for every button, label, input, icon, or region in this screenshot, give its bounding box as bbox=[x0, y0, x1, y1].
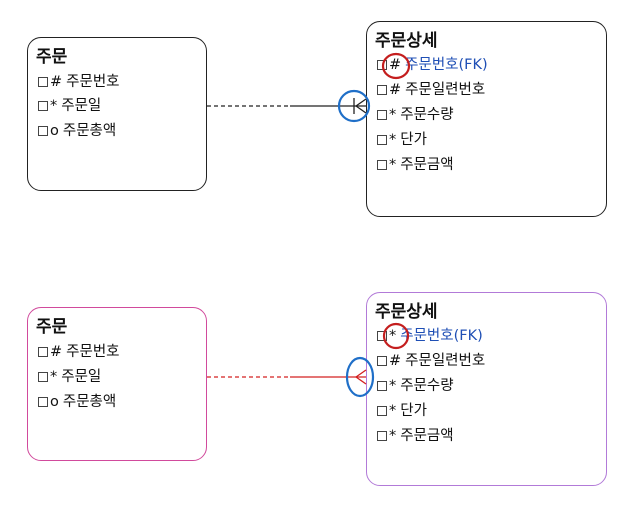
checkbox-icon bbox=[38, 397, 48, 407]
attr-name: 주문일 bbox=[61, 98, 102, 114]
attr-name: 주문번호(FK) bbox=[400, 328, 483, 344]
attr-symbol: * bbox=[50, 369, 58, 385]
attr-symbol: o bbox=[50, 123, 59, 139]
top-fk-symbol-highlight-circle bbox=[381, 52, 411, 80]
attr-symbol: # bbox=[389, 353, 402, 369]
attr-symbol: * bbox=[389, 428, 397, 444]
top-relationship-line bbox=[207, 98, 367, 114]
top-relationship-highlight-circle bbox=[337, 89, 371, 123]
attr-symbol: o bbox=[50, 394, 59, 410]
attr-name: 주문번호 bbox=[66, 344, 120, 360]
attr-symbol: * bbox=[389, 328, 397, 344]
attr-name: 단가 bbox=[400, 403, 427, 419]
entity-title: 주문 bbox=[36, 317, 68, 337]
attr-symbol: * bbox=[389, 403, 397, 419]
attr-symbol: * bbox=[389, 378, 397, 394]
checkbox-icon bbox=[377, 431, 387, 441]
checkbox-icon bbox=[38, 347, 48, 357]
checkbox-icon bbox=[38, 77, 48, 87]
attribute-row: *주문일 bbox=[38, 97, 101, 115]
checkbox-icon bbox=[38, 101, 48, 111]
checkbox-icon bbox=[38, 126, 48, 136]
checkbox-icon bbox=[38, 372, 48, 382]
entity-title: 주문상세 bbox=[375, 31, 438, 51]
entity-title: 주문상세 bbox=[375, 302, 438, 322]
checkbox-icon bbox=[377, 381, 387, 391]
attr-name: 주문수량 bbox=[400, 378, 454, 394]
checkbox-icon bbox=[377, 60, 387, 70]
attr-name: 주문일련번호 bbox=[405, 353, 486, 369]
attr-symbol: * bbox=[50, 98, 58, 114]
attr-symbol: # bbox=[389, 82, 402, 98]
attribute-row: #주문일련번호 bbox=[377, 81, 485, 99]
attr-symbol: # bbox=[50, 74, 63, 90]
attribute-row: *주문일 bbox=[38, 368, 101, 386]
attr-symbol: # bbox=[50, 344, 63, 360]
attribute-row: *주문수량 bbox=[377, 377, 454, 395]
checkbox-icon bbox=[377, 331, 387, 341]
attr-symbol: * bbox=[389, 132, 397, 148]
attr-name: 주문금액 bbox=[400, 428, 454, 444]
attr-name: 주문일 bbox=[61, 369, 102, 385]
attr-name: 주문번호(FK) bbox=[405, 57, 488, 73]
attribute-row: *주문금액 bbox=[377, 156, 454, 174]
attr-name: 주문수량 bbox=[400, 107, 454, 123]
attr-name: 주문총액 bbox=[62, 394, 117, 410]
checkbox-icon bbox=[377, 135, 387, 145]
checkbox-icon bbox=[377, 356, 387, 366]
attribute-row: #주문일련번호 bbox=[377, 352, 485, 370]
attr-name: 주문금액 bbox=[400, 157, 454, 173]
entity-title: 주문 bbox=[36, 47, 68, 67]
attribute-row: #주문번호(FK) bbox=[377, 56, 488, 74]
bottom-relationship-highlight-circle bbox=[345, 356, 375, 398]
attr-name: 주문번호 bbox=[66, 74, 120, 90]
checkbox-icon bbox=[377, 160, 387, 170]
attr-name: 단가 bbox=[400, 132, 427, 148]
attr-symbol: # bbox=[389, 57, 402, 73]
attribute-row: *주문번호(FK) bbox=[377, 327, 483, 345]
attribute-row: *단가 bbox=[377, 402, 427, 420]
attribute-row: *주문금액 bbox=[377, 427, 454, 445]
entity-order-detail-top[interactable]: 주문상세 #주문번호(FK) #주문일련번호 *주문수량 *단가 *주문금액 bbox=[366, 21, 607, 217]
attribute-row: *단가 bbox=[377, 131, 427, 149]
attribute-row: #주문번호 bbox=[38, 73, 120, 91]
entity-order-detail-bottom[interactable]: 주문상세 *주문번호(FK) #주문일련번호 *주문수량 *단가 *주문금액 bbox=[366, 292, 607, 486]
checkbox-icon bbox=[377, 110, 387, 120]
attribute-row: #주문번호 bbox=[38, 343, 120, 361]
bottom-fk-symbol-highlight-circle bbox=[382, 322, 410, 350]
bottom-relationship-line bbox=[207, 369, 367, 385]
attr-name: 주문일련번호 bbox=[405, 82, 486, 98]
attr-name: 주문총액 bbox=[62, 123, 117, 139]
checkbox-icon bbox=[377, 406, 387, 416]
attribute-row: *주문수량 bbox=[377, 106, 454, 124]
attr-symbol: * bbox=[389, 157, 397, 173]
attr-symbol: * bbox=[389, 107, 397, 123]
checkbox-icon bbox=[377, 85, 387, 95]
